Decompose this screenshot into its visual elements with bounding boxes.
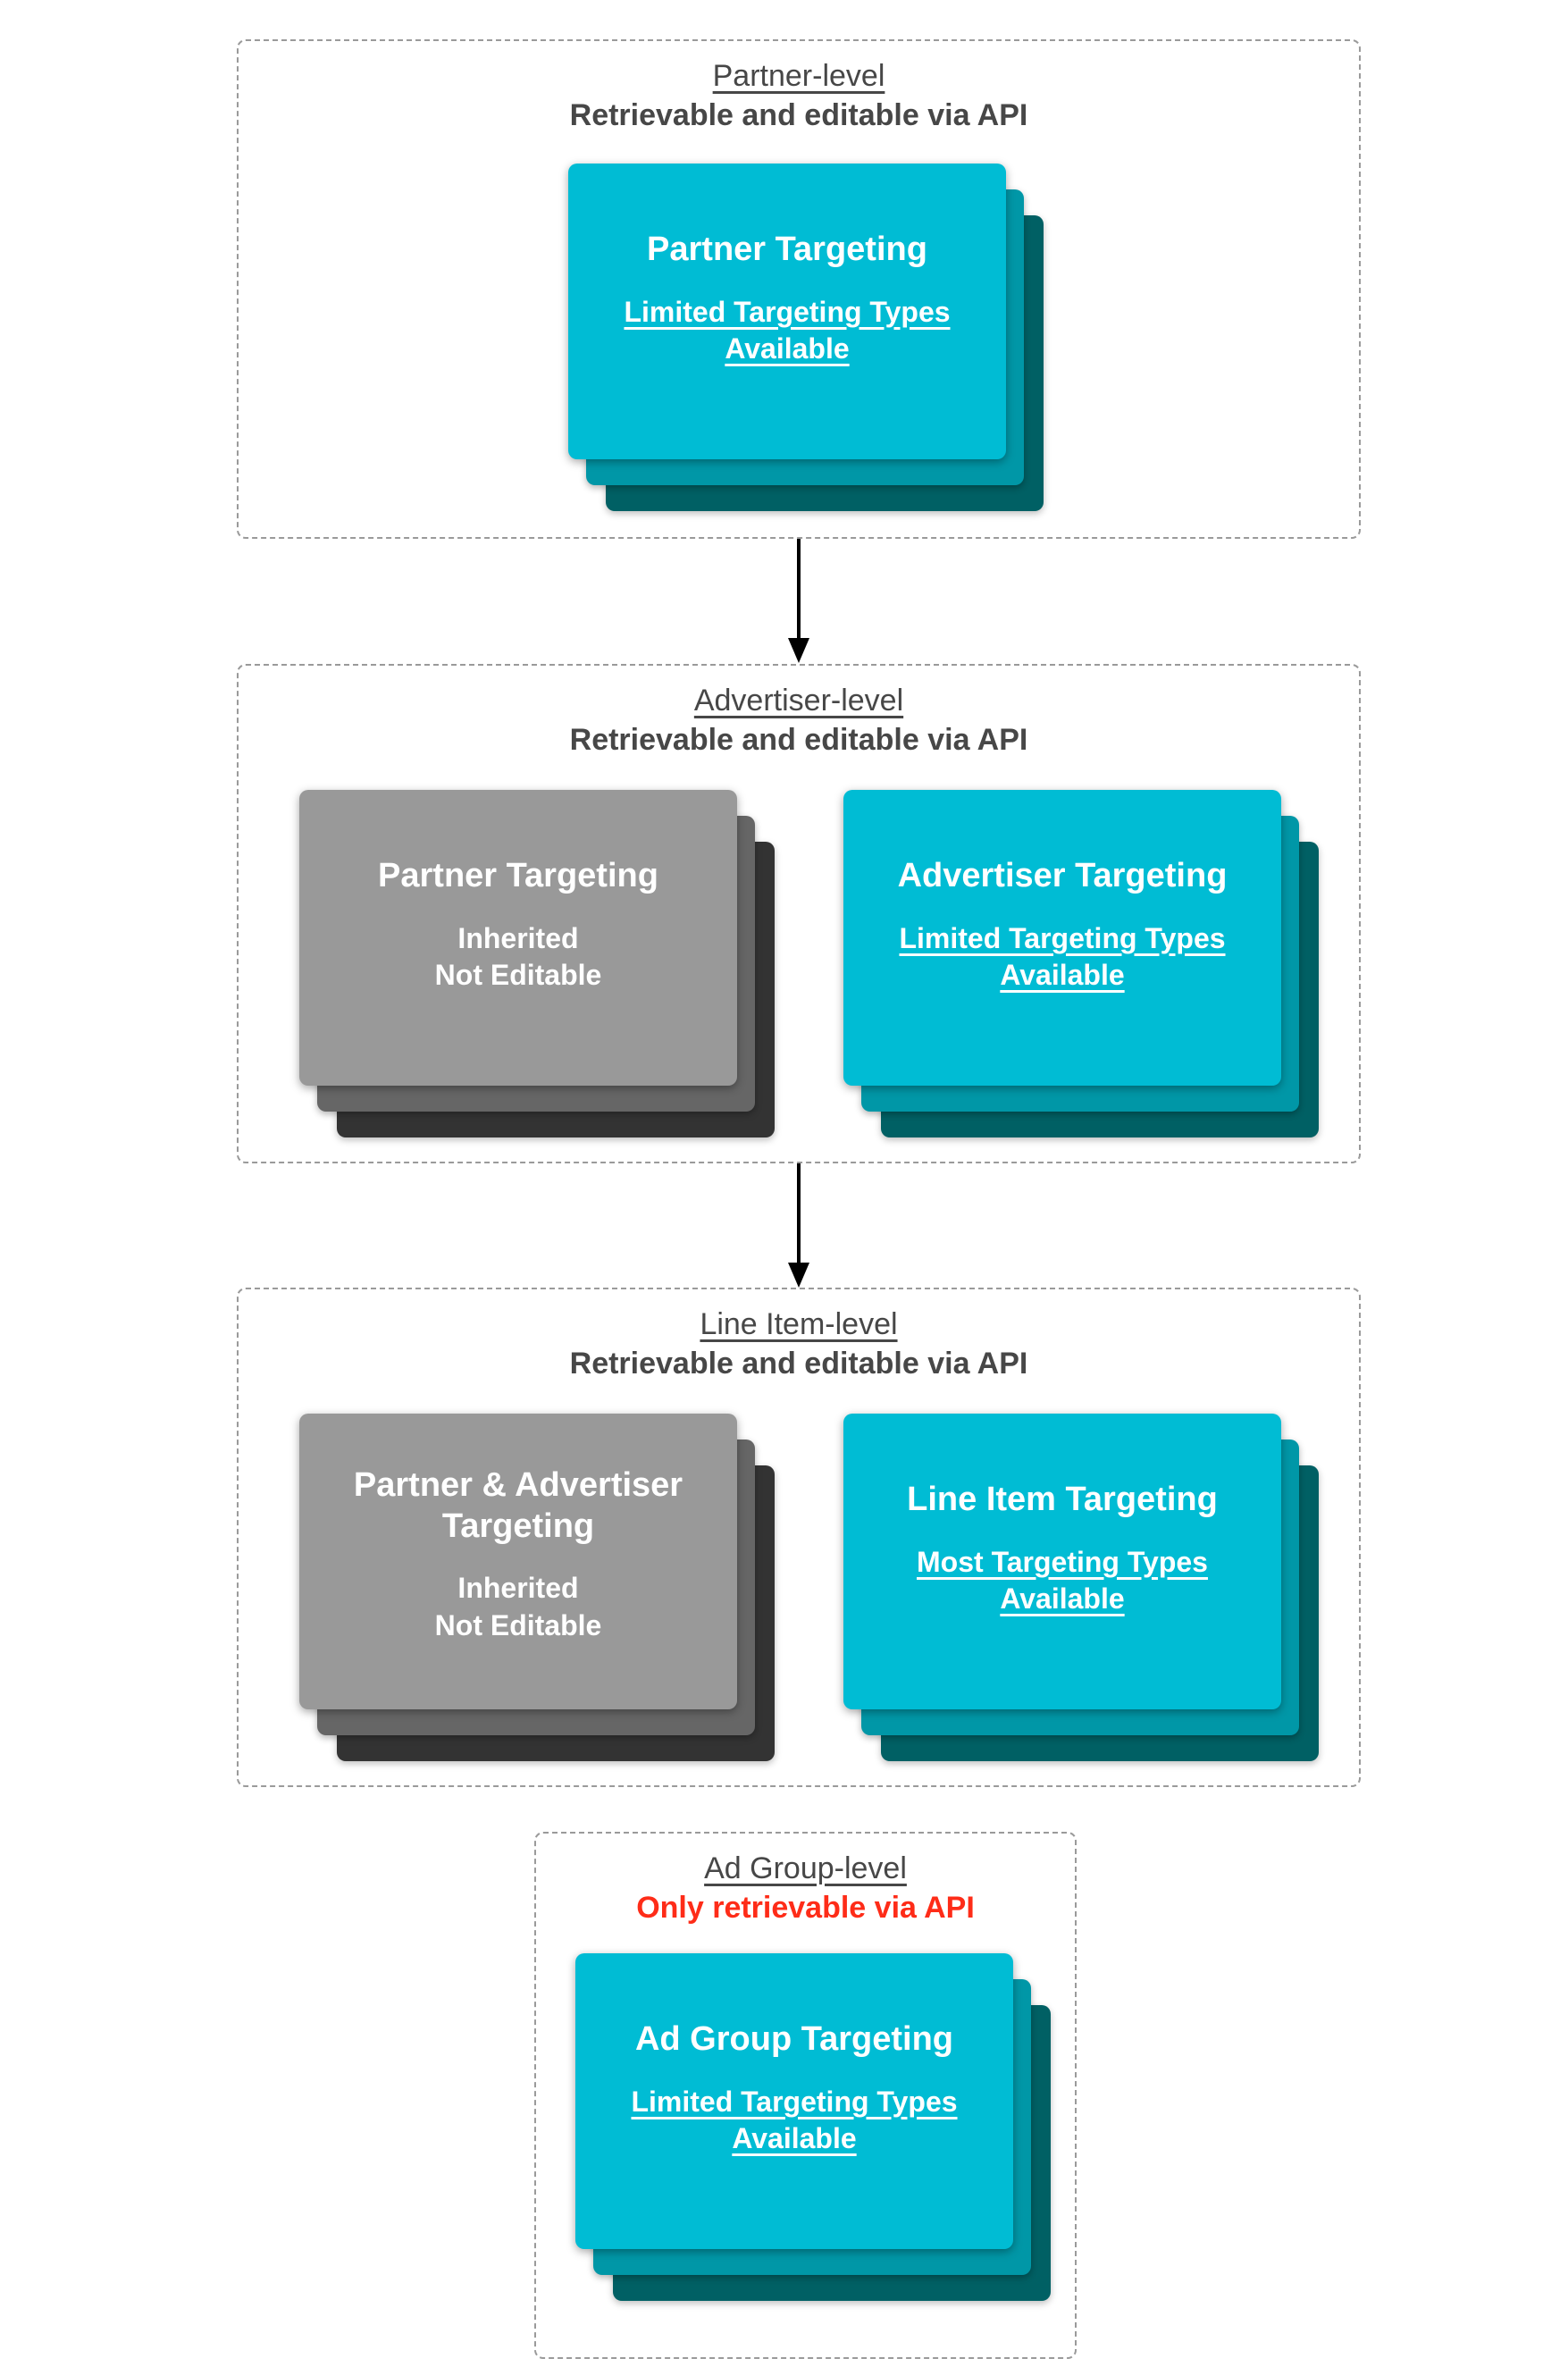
section-subtitle: Retrievable and editable via API xyxy=(569,1346,1028,1381)
card-advertiser-targeting: Advertiser Targeting Limited Targeting T… xyxy=(843,790,1281,1086)
section-title: Advertiser-level xyxy=(693,684,904,718)
card-partner-targeting-inherited: Partner Targeting Inherited Not Editable xyxy=(299,790,737,1086)
card-subtitle: Limited Targeting Types Available xyxy=(899,921,1226,992)
card-title: Advertiser Targeting xyxy=(897,857,1228,894)
section-advertiser-level: Advertiser-level Retrievable and editabl… xyxy=(237,664,1361,1163)
section-subtitle: Only retrievable via API xyxy=(636,1890,975,1925)
card-line-item-targeting: Line Item Targeting Most Targeting Types… xyxy=(843,1414,1281,1709)
card-partner-targeting: Partner Targeting Limited Targeting Type… xyxy=(568,164,1006,459)
card-subtitle: Most Targeting Types Available xyxy=(917,1545,1208,1616)
card-stack-partner-advertiser-targeting: Partner & Advertiser Targeting Inherited… xyxy=(299,1414,775,1761)
card-subtitle: Limited Targeting Types Available xyxy=(631,2085,958,2155)
arrow-down-icon xyxy=(784,1163,813,1288)
section-partner-level: Partner-level Retrievable and editable v… xyxy=(237,39,1361,539)
card-stack-partner-targeting: Partner Targeting Limited Targeting Type… xyxy=(568,164,1044,511)
section-title: Line Item-level xyxy=(700,1307,898,1341)
card-title: Partner & Advertiser Targeting xyxy=(353,1466,683,1545)
card-title: Partner Targeting xyxy=(378,857,658,894)
card-ad-group-targeting: Ad Group Targeting Limited Targeting Typ… xyxy=(575,1953,1013,2249)
card-title: Ad Group Targeting xyxy=(634,2020,954,2058)
card-title: Partner Targeting xyxy=(647,231,927,268)
section-subtitle: Retrievable and editable via API xyxy=(569,722,1028,757)
card-stack-line-item-targeting: Line Item Targeting Most Targeting Types… xyxy=(843,1414,1319,1761)
card-subtitle: Inherited Not Editable xyxy=(434,921,602,992)
card-stack-ad-group-targeting: Ad Group Targeting Limited Targeting Typ… xyxy=(575,1953,1051,2301)
card-stack-partner-targeting-inherited: Partner Targeting Inherited Not Editable xyxy=(299,790,775,1137)
card-partner-advertiser-targeting: Partner & Advertiser Targeting Inherited… xyxy=(299,1414,737,1709)
arrow-down-icon xyxy=(784,539,813,663)
card-stack-advertiser-targeting: Advertiser Targeting Limited Targeting T… xyxy=(843,790,1319,1137)
section-subtitle: Retrievable and editable via API xyxy=(569,97,1028,132)
section-title: Partner-level xyxy=(712,59,885,93)
card-subtitle: Inherited Not Editable xyxy=(434,1572,602,1641)
section-line-item-level: Line Item-level Retrievable and editable… xyxy=(237,1288,1361,1787)
section-ad-group-level: Ad Group-level Only retrievable via API … xyxy=(534,1832,1077,2359)
card-title: Line Item Targeting xyxy=(907,1481,1218,1518)
card-subtitle: Limited Targeting Types Available xyxy=(624,295,951,365)
section-title: Ad Group-level xyxy=(704,1851,907,1885)
